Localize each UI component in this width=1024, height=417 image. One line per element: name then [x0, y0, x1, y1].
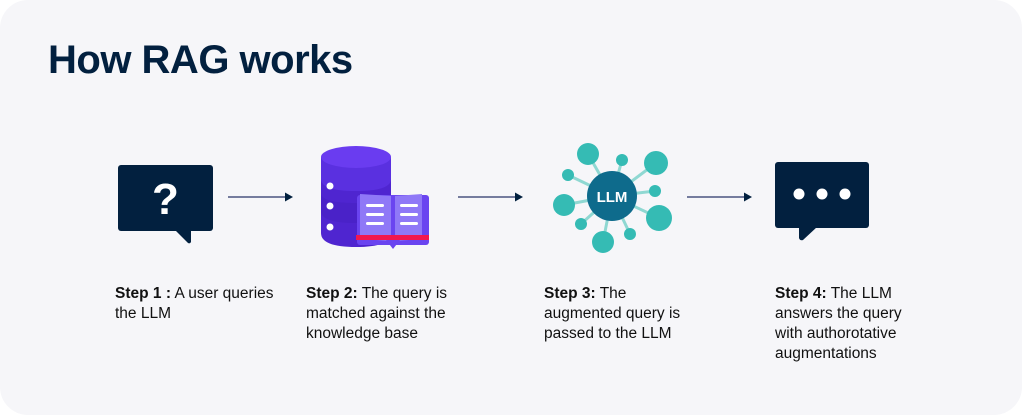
question-mark: ? [152, 175, 179, 224]
network-nodes [553, 143, 672, 253]
step-label: Step 1 : [115, 285, 171, 302]
step-label: Step 3: [544, 285, 596, 302]
step-4-caption: Step 4: The LLM answers the query with a… [775, 284, 925, 364]
step-label: Step 2: [306, 285, 358, 302]
dot [816, 188, 828, 200]
step-text: The query is matched against the knowled… [306, 285, 448, 342]
step-label: Step 4: [775, 285, 827, 302]
database-book-icon [321, 146, 429, 249]
question-chat-bubble-icon: ? [118, 165, 213, 244]
book-icon [356, 194, 429, 249]
ellipsis-chat-bubble-icon [775, 162, 869, 241]
step-1-caption: Step 1 : A user queries the LLM [115, 284, 275, 324]
step-3-caption: Step 3: The augmented query is passed to… [544, 284, 694, 344]
step-text: A user queries the LLM [115, 285, 274, 322]
step-2-caption: Step 2: The query is matched against the… [306, 284, 481, 344]
bubble-tail [799, 227, 817, 241]
arrow-right-icon [458, 192, 523, 202]
llm-core [587, 171, 637, 221]
dot [793, 188, 805, 200]
llm-network-icon: LLM [553, 143, 672, 253]
step-text: The augmented query is passed to the LLM [544, 285, 681, 342]
dot [839, 188, 851, 200]
bubble-body [118, 165, 213, 231]
llm-label: LLM [597, 189, 628, 206]
step-text: The LLM answers the query with authorota… [775, 285, 902, 362]
arrow-right-icon [687, 192, 752, 202]
page-title: How RAG works [48, 38, 353, 82]
arrow-right-icon [228, 192, 293, 202]
bubble-tail [175, 230, 191, 244]
